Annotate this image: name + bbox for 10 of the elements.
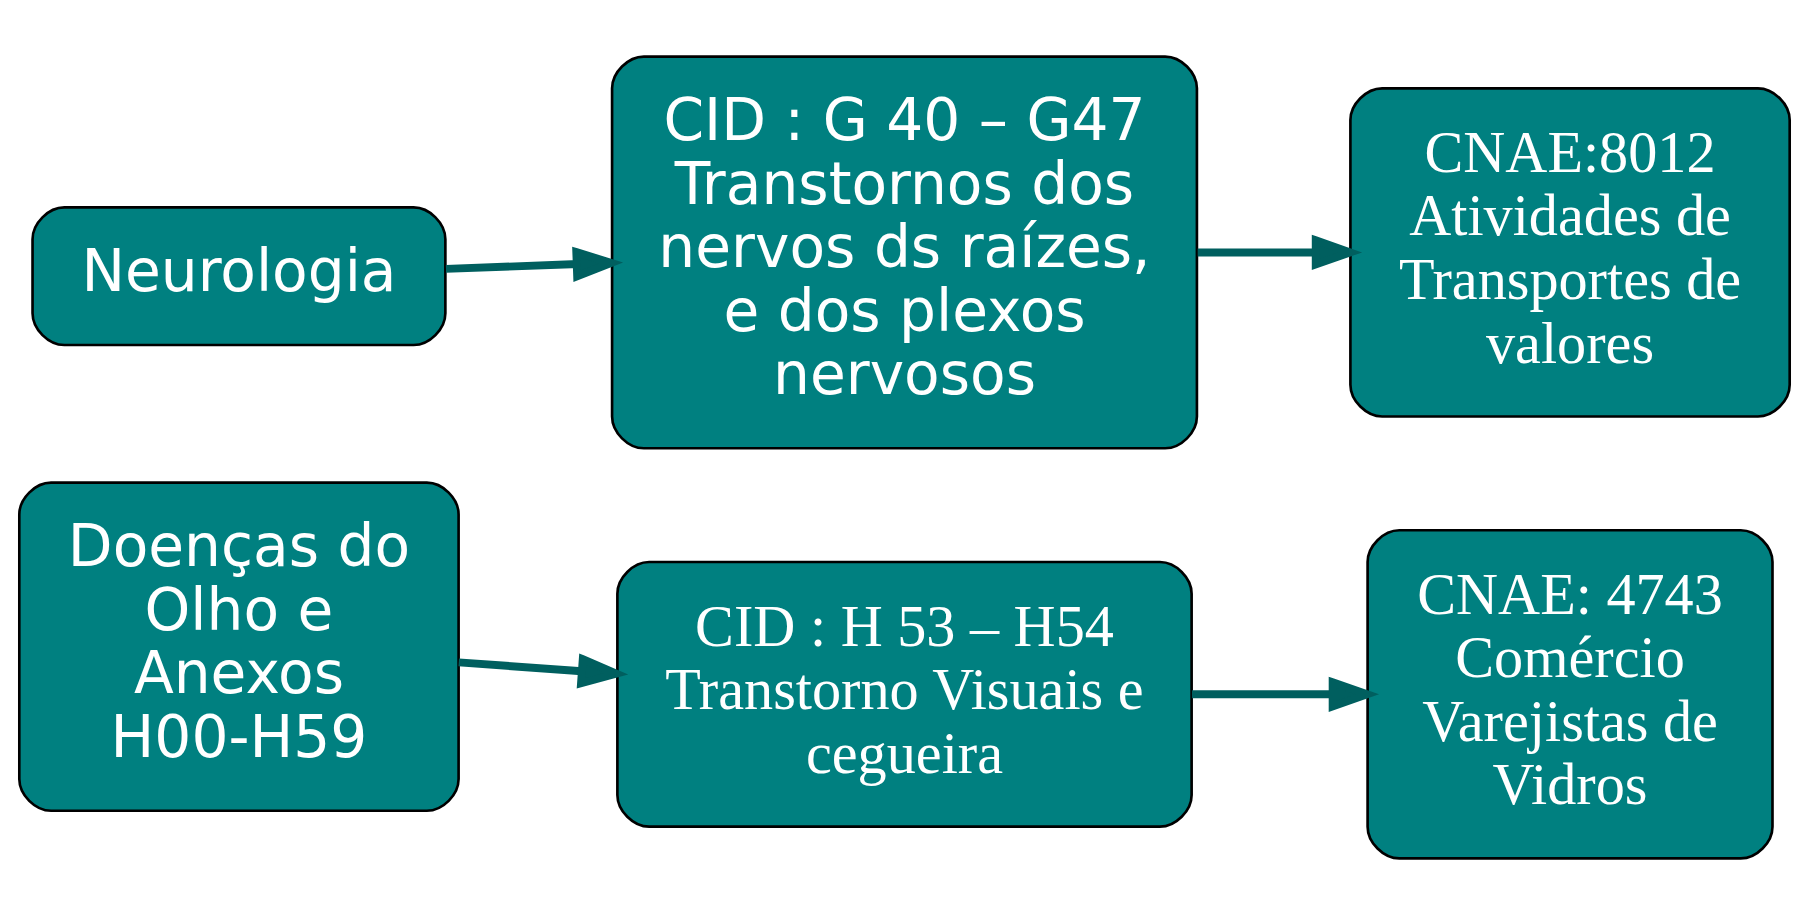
arrow [458, 652, 629, 689]
node-box: CID : H 53 – H54 Transtorno Visuais e cegueira [616, 560, 1193, 828]
node-box: CNAE: 4743 Comércio Varejistas de Vidros [1366, 528, 1774, 860]
node-box: CNAE:8012 Atividades de Transportes de valores [1349, 86, 1791, 418]
node-box: Neurologia [31, 205, 447, 346]
arrow [1197, 234, 1363, 270]
node-box: Doenças do Olho e Anexos H00-H59 [18, 480, 460, 812]
node-box: CID : G 40 – G47 Transtornos dos nervos ds raízes, e dos plexos nervosos [610, 54, 1199, 450]
arrow [445, 246, 624, 282]
arrow [1191, 676, 1380, 712]
